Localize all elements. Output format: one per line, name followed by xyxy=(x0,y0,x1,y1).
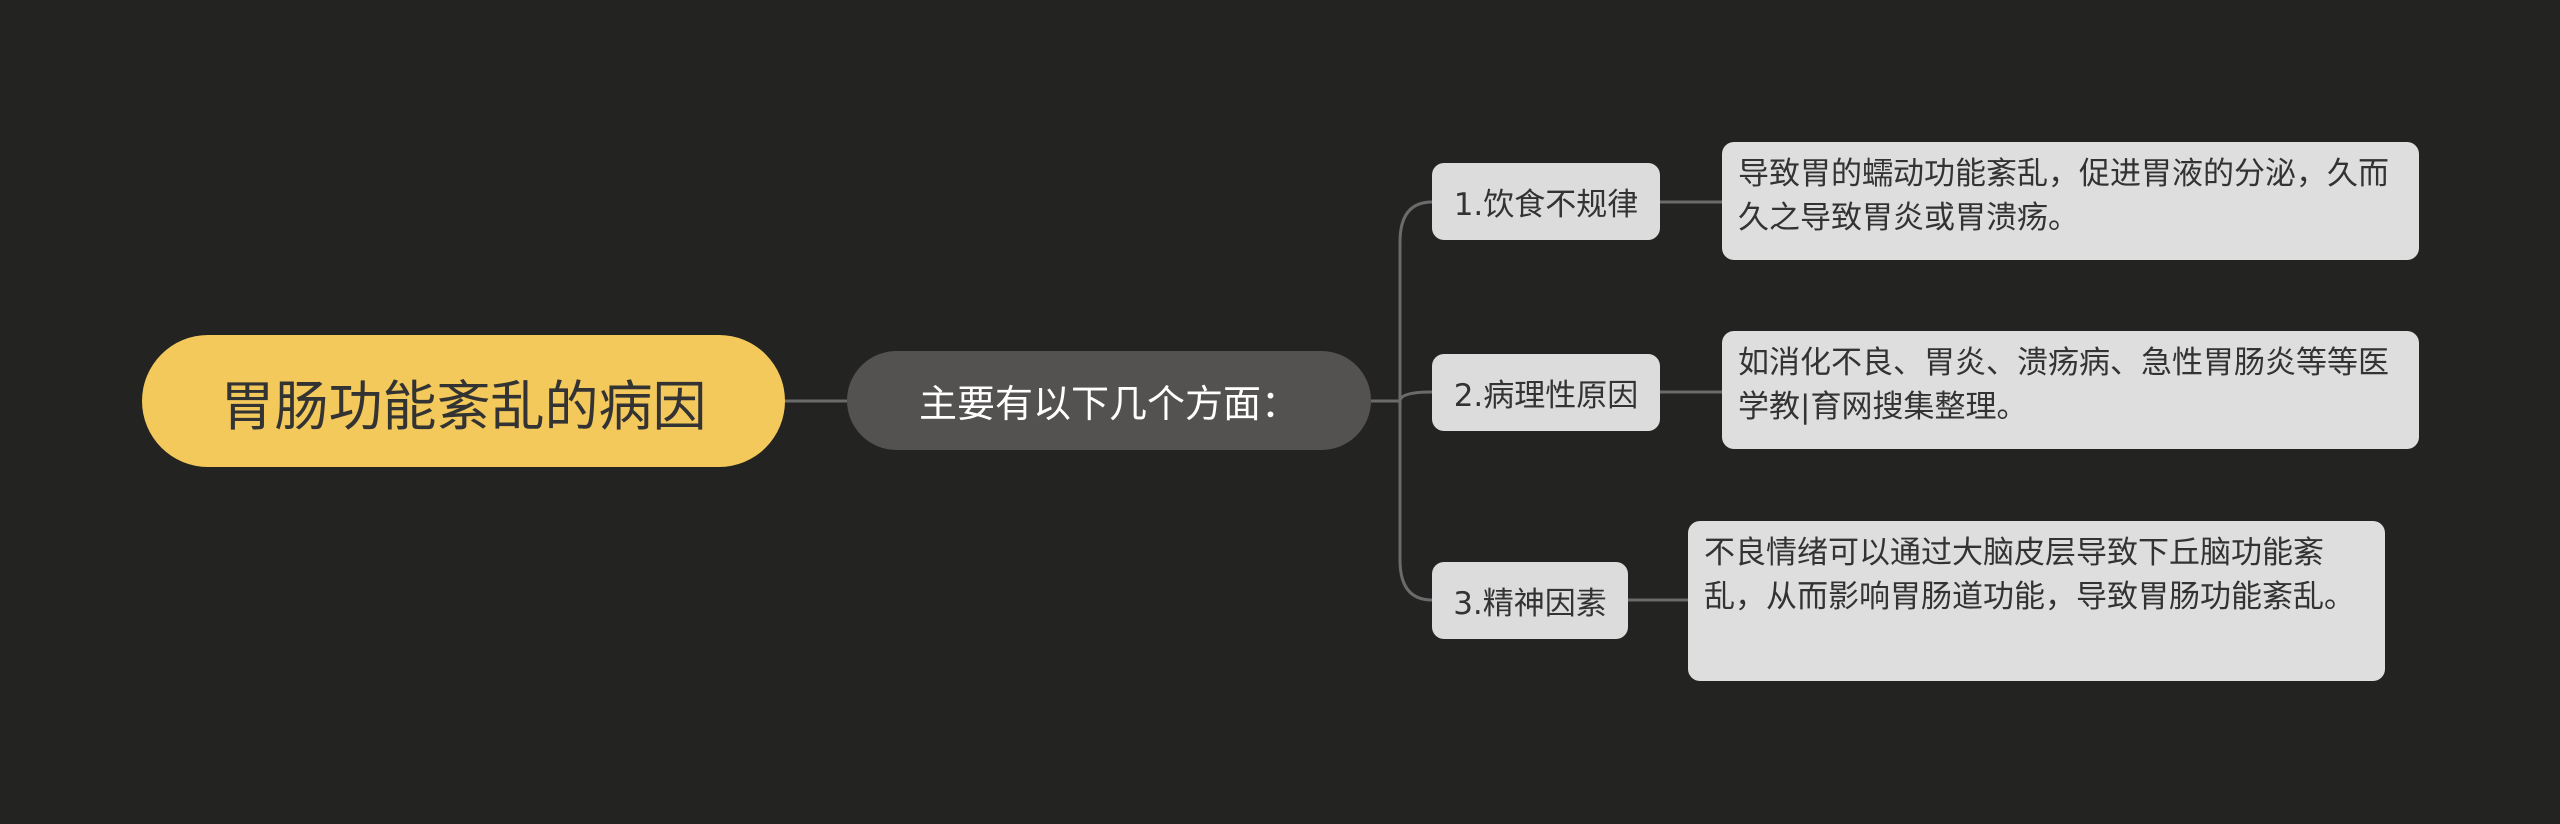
branch-topic-3-label: 3.精神因素 xyxy=(1453,586,1607,622)
hub-topic-label: 主要有以下几个方面： xyxy=(918,382,1299,426)
detail-topic-3-text: 不良情绪可以通过大脑皮层导致下丘脑功能紊乱，从而影响胃肠道功能，导致胃肠功能紊乱… xyxy=(1704,535,2355,615)
detail-topic-1-text: 导致胃的蠕动功能紊乱，促进胃液的分泌，久而久之导致胃炎或胃溃疡。 xyxy=(1738,156,2389,236)
detail-topic-1[interactable]: 导致胃的蠕动功能紊乱，促进胃液的分泌，久而久之导致胃炎或胃溃疡。 xyxy=(1722,142,2419,260)
branch-topic-3[interactable]: 3.精神因素 xyxy=(1432,562,1628,639)
connector-trunk-branch-1 xyxy=(1398,200,1433,401)
detail-topic-2-text: 如消化不良、胃炎、溃疡病、急性胃肠炎等等医学教|育网搜集整理。 xyxy=(1738,345,2389,425)
root-topic[interactable]: 胃肠功能紊乱的病因 xyxy=(142,335,785,467)
detail-topic-2[interactable]: 如消化不良、胃炎、溃疡病、急性胃肠炎等等医学教|育网搜集整理。 xyxy=(1722,331,2419,449)
branch-topic-2[interactable]: 2.病理性原因 xyxy=(1432,354,1660,431)
connector-trunk-branch-2 xyxy=(1398,390,1433,402)
detail-topic-3[interactable]: 不良情绪可以通过大脑皮层导致下丘脑功能紊乱，从而影响胃肠道功能，导致胃肠功能紊乱… xyxy=(1688,521,2385,681)
branch-topic-2-label: 2.病理性原因 xyxy=(1453,378,1639,414)
root-topic-label: 胃肠功能紊乱的病因 xyxy=(220,374,707,438)
branch-topic-1[interactable]: 1.饮食不规律 xyxy=(1432,163,1660,240)
branch-topic-1-label: 1.饮食不规律 xyxy=(1453,187,1639,223)
hub-topic[interactable]: 主要有以下几个方面： xyxy=(847,351,1371,450)
connector-trunk-branch-3 xyxy=(1398,401,1433,602)
